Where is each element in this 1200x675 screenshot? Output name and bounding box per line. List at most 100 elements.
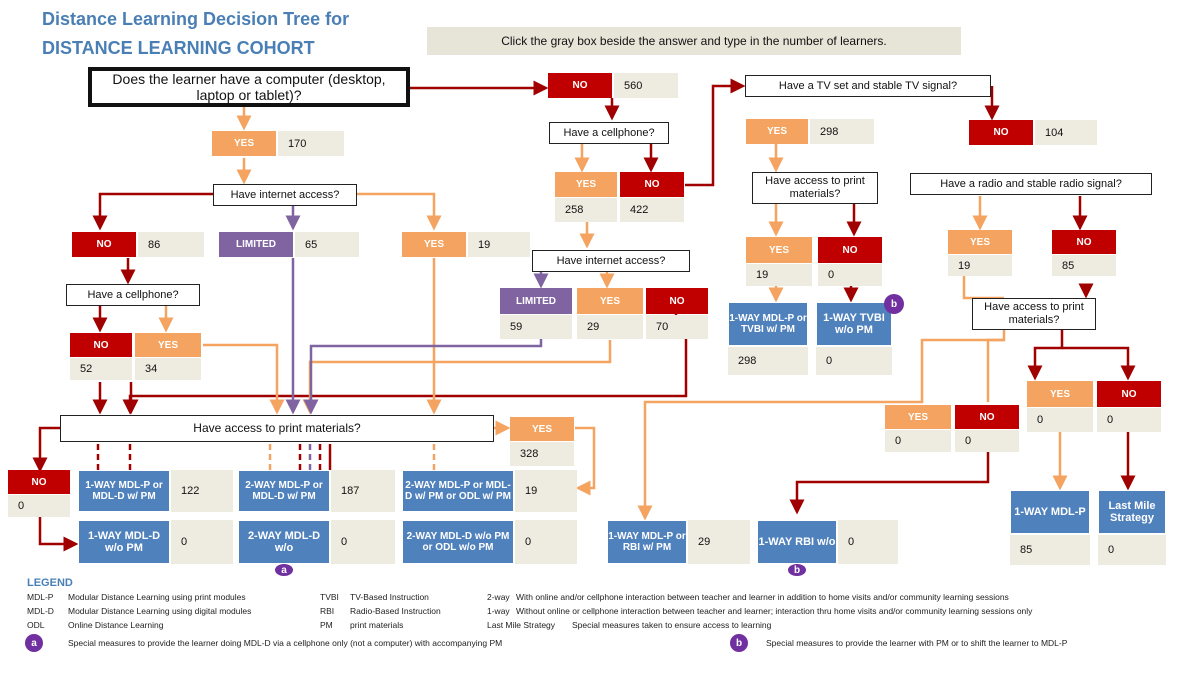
modality-1way-mdlp-rbi-pm: 1-WAY MDL-P or RBI w/ PM [607, 520, 687, 564]
inet-mid-limited-label: LIMITED [500, 288, 572, 314]
print-main-no-input[interactable]: 0 [8, 495, 70, 517]
title-line-2: DISTANCE LEARNING COHORT [42, 38, 315, 58]
cell-mid-yes-label: YES [555, 172, 617, 197]
legend-1way-text: Without online or cellphone interaction … [516, 606, 1033, 616]
inet-yes-label: YES [402, 232, 466, 257]
modality-1way-rbi-wo-input[interactable]: 0 [838, 520, 898, 564]
modality-1way-mdlp: 1-WAY MDL-P [1010, 490, 1090, 534]
question-internet-top: Have internet access? [213, 184, 357, 206]
legend-badge-b: b [730, 634, 748, 652]
legend-tvbi-text: TV-Based Instruction [350, 592, 429, 602]
signal-no-input[interactable]: 0 [955, 430, 1019, 452]
print-radio-yes-input[interactable]: 0 [1027, 408, 1093, 432]
cell-left-no-label: NO [70, 333, 132, 357]
inet-mid-no-input[interactable]: 70 [646, 315, 708, 339]
modality-1way-tvbi-wo-pm: 1-WAY TVBI w/o PM [816, 302, 892, 346]
modality-2way-mdld-odl-wo-pm-input[interactable]: 0 [515, 520, 577, 564]
legend-rbi-text: Radio-Based Instruction [350, 606, 441, 616]
signal-yes-label: YES [885, 405, 951, 429]
modality-1way-mdld-wo-pm-input[interactable]: 0 [171, 520, 233, 564]
modality-1way-tvbi-wo-pm-input[interactable]: 0 [816, 347, 892, 375]
cell-left-yes-label: YES [135, 333, 201, 357]
legend-note-b: Special measures to provide the learner … [766, 638, 1068, 648]
legend-odl-abbr: ODL [27, 620, 45, 630]
modality-2way-mdlp-odl-pm-input[interactable]: 19 [515, 470, 577, 512]
print-tv-no-input[interactable]: 0 [818, 264, 882, 286]
modality-last-mile-strategy: Last Mile Strategy [1098, 490, 1166, 534]
radio-yes-input[interactable]: 19 [948, 255, 1012, 276]
cell-left-no-input[interactable]: 52 [70, 358, 132, 380]
legend-note-a: Special measures to provide the learner … [68, 638, 503, 648]
legend-pm-abbr: PM [320, 620, 333, 630]
legend-odl-text: Online Distance Learning [68, 620, 164, 630]
cell-mid-no-input[interactable]: 422 [620, 198, 684, 222]
computer-no-input[interactable]: 560 [614, 73, 678, 98]
print-tv-yes-label: YES [746, 237, 812, 263]
inet-mid-yes-label: YES [577, 288, 643, 314]
badge-b-marker-tv: b [884, 294, 904, 314]
inet-limited-label: LIMITED [219, 232, 293, 257]
legend-mdlp-abbr: MDL-P [27, 592, 54, 602]
legend-lms-abbr: Last Mile Strategy [487, 620, 556, 630]
inet-mid-yes-input[interactable]: 29 [577, 315, 643, 339]
print-main-yes-label: YES [510, 417, 574, 441]
computer-yes-label: YES [212, 131, 276, 156]
inet-no-label: NO [72, 232, 136, 257]
modality-1way-mdld-wo-pm: 1-WAY MDL-D w/o PM [78, 520, 170, 564]
modality-1way-mdlp-tvbi-pm: 1-WAY MDL-P or TVBI w/ PM [728, 302, 808, 346]
inet-no-input[interactable]: 86 [138, 232, 204, 257]
legend-title: LEGEND [27, 577, 73, 589]
legend-1way-abbr: 1-way [487, 606, 510, 616]
modality-1way-mdlp-rbi-pm-input[interactable]: 29 [688, 520, 750, 564]
question-print-tv: Have access to print materials? [752, 172, 878, 204]
modality-1way-mdlp-input[interactable]: 85 [1010, 535, 1090, 565]
legend-lms-text: Special measures taken to ensure access … [572, 620, 772, 630]
modality-1way-mdlp-mdld-pm-input[interactable]: 122 [171, 470, 233, 512]
cell-mid-no-label: NO [620, 172, 684, 197]
cell-mid-yes-input[interactable]: 258 [555, 198, 617, 222]
question-internet-mid: Have internet access? [532, 250, 690, 272]
print-tv-no-label: NO [818, 237, 882, 263]
tv-no-input[interactable]: 104 [1035, 120, 1097, 145]
radio-no-label: NO [1052, 230, 1116, 254]
modality-2way-mdlp-odl-pm: 2-WAY MDL-P or MDL-D w/ PM or ODL w/ PM [402, 470, 514, 512]
print-tv-yes-input[interactable]: 19 [746, 264, 812, 286]
inet-yes-input[interactable]: 19 [468, 232, 530, 257]
radio-no-input[interactable]: 85 [1052, 255, 1116, 276]
inet-mid-no-label: NO [646, 288, 708, 314]
tv-no-label: NO [969, 120, 1033, 145]
modality-last-mile-strategy-input[interactable]: 0 [1098, 535, 1166, 565]
modality-1way-mdlp-tvbi-pm-input[interactable]: 298 [728, 347, 808, 375]
computer-no-label: NO [548, 73, 612, 98]
legend-tvbi-abbr: TVBI [320, 592, 339, 602]
modality-2way-mdld-odl-wo-pm: 2-WAY MDL-D w/o PM or ODL w/o PM [402, 520, 514, 564]
print-radio-no-input[interactable]: 0 [1097, 408, 1161, 432]
signal-no-label: NO [955, 405, 1019, 429]
cell-left-yes-input[interactable]: 34 [135, 358, 201, 380]
question-tv: Have a TV set and stable TV signal? [745, 75, 991, 97]
modality-2way-mdlp-mdld-pm-input[interactable]: 187 [331, 470, 395, 512]
badge-b-marker-rbi: b [788, 564, 806, 576]
print-radio-yes-label: YES [1027, 381, 1093, 407]
question-cellphone-left: Have a cellphone? [66, 284, 200, 306]
tv-yes-input[interactable]: 298 [810, 119, 874, 144]
print-main-yes-input[interactable]: 328 [510, 442, 574, 466]
title-line-1: Distance Learning Decision Tree for [42, 9, 350, 29]
computer-yes-input[interactable]: 170 [278, 131, 344, 156]
legend-2way-abbr: 2-way [487, 592, 510, 602]
inet-mid-limited-input[interactable]: 59 [500, 315, 572, 339]
legend-rbi-abbr: RBI [320, 606, 335, 616]
legend-mdld-text: Modular Distance Learning using digital … [68, 606, 252, 616]
modality-2way-mdlp-mdld-pm: 2-WAY MDL-P or MDL-D w/ PM [238, 470, 330, 512]
modality-2way-mdld-wo-input[interactable]: 0 [331, 520, 395, 564]
legend-mdlp-text: Modular Distance Learning using print mo… [68, 592, 246, 602]
instruction-banner: Click the gray box beside the answer and… [427, 27, 961, 55]
modality-1way-rbi-wo: 1-WAY RBI w/o [757, 520, 837, 564]
question-cellphone-mid: Have a cellphone? [549, 122, 669, 144]
inet-limited-input[interactable]: 65 [295, 232, 359, 257]
signal-yes-input[interactable]: 0 [885, 430, 951, 452]
print-main-no-label: NO [8, 470, 70, 494]
print-radio-no-label: NO [1097, 381, 1161, 407]
question-print-main: Have access to print materials? [60, 415, 494, 442]
badge-a-marker: a [275, 564, 293, 576]
